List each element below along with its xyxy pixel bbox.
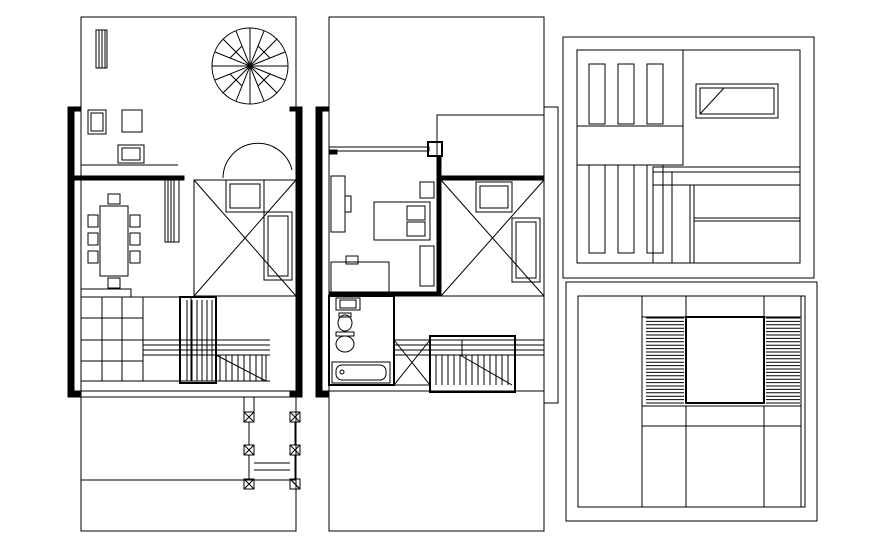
louver-symbol <box>646 317 684 404</box>
staircase-symbol <box>393 335 544 393</box>
skylight-symbol <box>588 63 779 254</box>
armchair-symbol <box>87 109 145 164</box>
ground-floor-plan <box>67 16 303 532</box>
column-symbol <box>243 397 301 490</box>
toilet-symbol <box>335 312 355 353</box>
washbasin-symbol <box>335 297 361 311</box>
facade-elevation <box>565 281 818 522</box>
tree-symbol <box>211 27 289 105</box>
upper-floor-plan <box>315 16 559 532</box>
staircase-symbol <box>142 296 270 384</box>
louver-symbol <box>766 317 800 404</box>
bed-symbol <box>330 175 435 287</box>
courtyard-void <box>193 142 297 297</box>
roof-plan <box>562 36 815 279</box>
void-symbol <box>440 179 545 297</box>
bathtub-symbol <box>331 361 391 384</box>
grille-symbol <box>95 29 108 69</box>
dining-table-symbol <box>87 193 141 289</box>
